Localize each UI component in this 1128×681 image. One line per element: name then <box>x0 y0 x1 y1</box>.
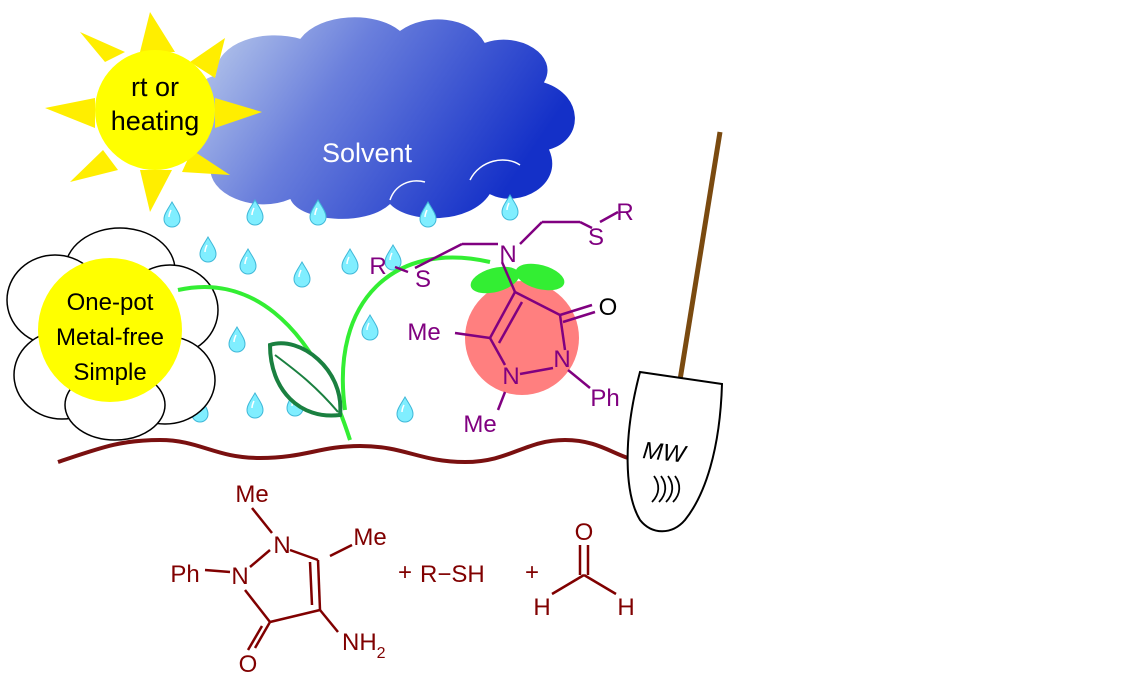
reactant-me-top: Me <box>235 481 268 508</box>
product-n2: N <box>553 346 570 373</box>
product-r-right: R <box>616 199 633 226</box>
reactant-n-left: N <box>231 563 248 590</box>
sun-rays <box>45 12 262 212</box>
plus-sign-2: + <box>525 559 539 586</box>
sun-label-line2: heating <box>111 106 200 136</box>
reactant-aminoantipyrine-labels: Me N Me Ph N O NH2 <box>170 481 386 678</box>
reactant-aminoantipyrine <box>204 507 353 651</box>
reactant-o: O <box>239 651 258 678</box>
reactant-formaldehyde <box>551 545 617 596</box>
product-r-left: R <box>369 253 386 280</box>
fruit-leaves <box>470 263 565 294</box>
formaldehyde-o: O <box>575 519 594 546</box>
shovel-handle <box>677 131 723 381</box>
cloud-label: Solvent <box>322 138 413 168</box>
product-atom-labels: R S N S R Me N N Ph Me <box>369 199 633 438</box>
flower-label-line2: Metal-free <box>56 324 164 351</box>
product-me-n: Me <box>463 411 496 438</box>
product-o-carbonyl: O <box>599 294 618 321</box>
sun: rt or heating <box>45 12 262 212</box>
product-ph: Ph <box>590 385 619 412</box>
formaldehyde-h-right: H <box>617 594 634 621</box>
ground-line <box>57 437 629 465</box>
flower-label-line3: Simple <box>73 359 146 386</box>
flower-label-line1: One-pot <box>67 289 154 316</box>
flower-center <box>38 258 182 402</box>
plus-sign-1: + <box>398 559 412 586</box>
product-me-c: Me <box>407 319 440 346</box>
product-molecule <box>394 210 619 411</box>
flower: One-pot Metal-free Simple <box>6 227 219 441</box>
product-s-right: S <box>588 224 604 251</box>
sun-disc <box>95 50 215 170</box>
reactant-n-top: N <box>273 532 290 559</box>
microwave-shovel: MW <box>626 131 724 533</box>
shovel-label: MW <box>641 437 689 469</box>
reactant-ph: Ph <box>170 561 199 588</box>
product-n-top: N <box>499 241 516 268</box>
reactant-formaldehyde-labels: O H H <box>533 519 634 621</box>
product-n1: N <box>502 363 519 390</box>
microwave-waves <box>651 475 681 503</box>
reactant-nh2: NH2 <box>342 629 386 662</box>
shovel-blade <box>626 370 724 533</box>
reactant-me-right: Me <box>353 524 386 551</box>
solvent-cloud: Solvent <box>179 15 577 221</box>
product-s-left: S <box>415 266 431 293</box>
leaf <box>267 341 343 418</box>
sun-label-line1: rt or <box>131 72 179 102</box>
thiol-formula: R−SH <box>420 561 485 588</box>
formaldehyde-h-left: H <box>533 594 550 621</box>
